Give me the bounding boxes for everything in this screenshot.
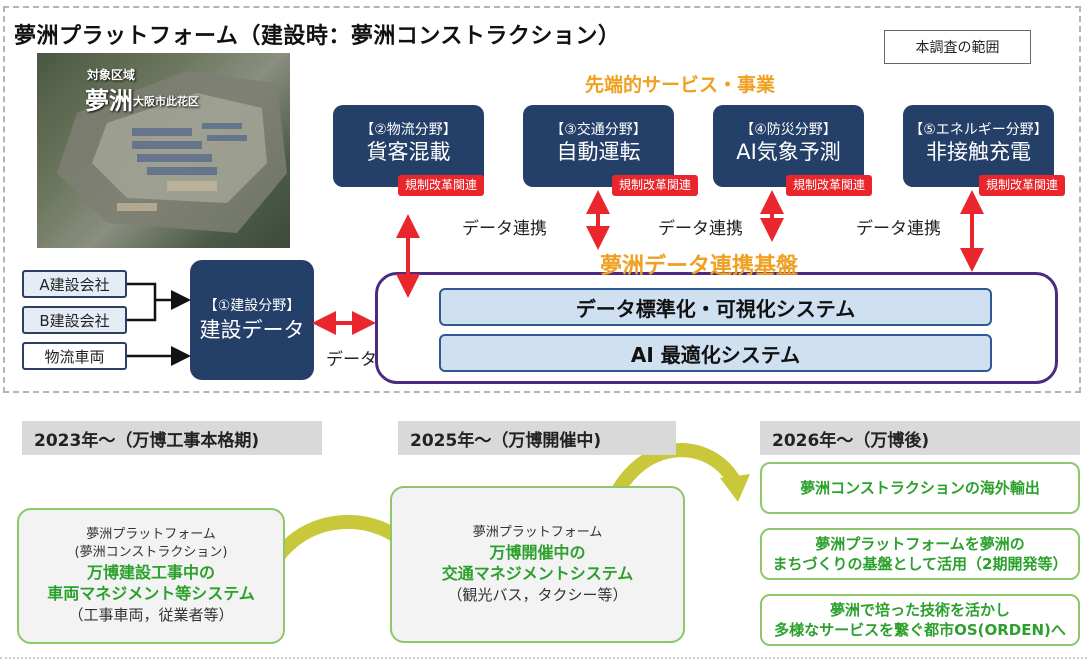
system-standardization: データ標準化・可視化システム	[439, 288, 992, 326]
platform-scope-frame	[3, 6, 1081, 393]
construction-name: 建設データ	[199, 318, 305, 342]
service-category: 【③交通分野】	[550, 122, 647, 138]
box-note: （工事車両，従業者等）	[68, 606, 234, 624]
post-expo-item-town-planning: 夢洲プラットフォームを夢洲の まちづくりの基盤として活用（2期開発等）	[760, 528, 1080, 580]
service-category: 【④防災分野】	[740, 122, 837, 138]
construction-category: 【①建設分野】	[203, 298, 301, 314]
aerial-photo: 対象区域 夢洲 大阪市此花区	[37, 53, 290, 248]
regulation-badge: 規制改革関連	[398, 175, 485, 196]
service-disaster: 【④防災分野】 AI気象予測	[713, 105, 864, 187]
construction-data-box: 【①建設分野】 建設データ	[190, 260, 314, 380]
box-highlight: 万博建設工事中の	[86, 563, 215, 582]
box-note: （観光バス，タクシー等）	[447, 585, 628, 604]
phase-header-2026: 2026年～（万博後)	[760, 421, 1080, 455]
regulation-badge: 規制改革関連	[979, 175, 1066, 196]
service-name: 貨客混載	[366, 140, 451, 164]
regulation-badge: 規制改革関連	[612, 175, 699, 196]
service-name: 自動運転	[556, 140, 641, 164]
bottom-divider	[0, 657, 1087, 659]
source-logistics-vehicle: 物流車両	[22, 342, 127, 370]
curved-arrow-2-head	[720, 474, 750, 502]
box-highlight: 車両マネジメント等システム	[47, 584, 255, 603]
merge-line	[127, 282, 157, 322]
box-subtitle: (夢洲コンストラクション)	[74, 545, 228, 560]
platform-title: 夢洲データ連携基盤	[600, 254, 799, 279]
service-name: 非接触充電	[926, 140, 1031, 164]
area-city: 大阪市此花区	[133, 95, 199, 108]
box-subtitle: 夢洲プラットフォーム	[86, 527, 216, 542]
box-highlight: 万博開催中の	[489, 542, 586, 562]
page-title: 夢洲プラットフォーム（建設時：夢洲コンストラクション）	[14, 24, 621, 49]
phase-header-2025: 2025年～（万博開催中)	[398, 421, 676, 455]
services-title: 先端的サービス・事業	[585, 74, 776, 96]
item-line: 夢洲コンストラクションの海外輸出	[800, 479, 1040, 497]
data-link-label: データ連携	[856, 219, 941, 239]
box-subtitle: 夢洲プラットフォーム	[472, 524, 603, 540]
source-connectors	[127, 282, 191, 366]
regulation-badge: 規制改革関連	[786, 175, 873, 196]
item-line: 夢洲で培った技術を活かし	[829, 601, 1010, 619]
data-link-label: データ連携	[462, 219, 547, 239]
source-company-b: B建設会社	[22, 306, 127, 334]
service-category: 【⑤エネルギー分野】	[909, 122, 1048, 138]
service-logistics: 【②物流分野】 貨客混載	[333, 105, 484, 187]
service-traffic: 【③交通分野】 自動運転	[523, 105, 674, 187]
post-expo-item-city-os: 夢洲で培った技術を活かし 多様なサービスを繋ぐ都市OS(ORDEN)へ	[760, 594, 1080, 646]
phase-2025-box: 夢洲プラットフォーム 万博開催中の 交通マネジメントシステム （観光バス，タクシ…	[390, 486, 685, 643]
item-line: まちづくりの基盤として活用（2期開発等）	[772, 555, 1068, 573]
service-energy: 【⑤エネルギー分野】 非接触充電	[903, 105, 1054, 187]
service-category: 【②物流分野】	[360, 122, 457, 138]
item-line: 夢洲プラットフォームを夢洲の	[815, 535, 1025, 553]
system-ai-optimization: AI 最適化システム	[439, 334, 992, 372]
phase-2023-box: 夢洲プラットフォーム (夢洲コンストラクション) 万博建設工事中の 車両マネジメ…	[17, 508, 285, 644]
post-expo-item-export: 夢洲コンストラクションの海外輸出	[760, 462, 1080, 514]
data-link-label: データ連携	[658, 219, 743, 239]
island-shape	[57, 71, 287, 233]
service-name: AI気象予測	[736, 140, 841, 164]
item-line: 多様なサービスを繋ぐ都市OS(ORDEN)へ	[774, 621, 1066, 639]
scope-legend: 本調査の範囲	[884, 30, 1031, 64]
source-company-a: A建設会社	[22, 270, 127, 298]
area-name: 夢洲	[85, 87, 133, 115]
box-highlight: 交通マネジメントシステム	[441, 563, 634, 583]
phase-header-2023: 2023年～（万博工事本格期)	[22, 421, 322, 455]
area-label: 対象区域	[87, 68, 136, 82]
